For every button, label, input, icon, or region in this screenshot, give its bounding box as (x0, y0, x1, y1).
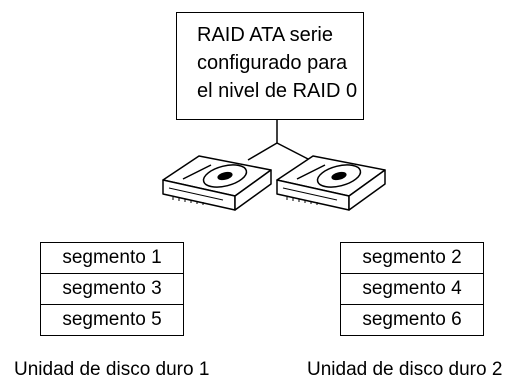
raid-controller-box: RAID ATA serie configurado para el nivel… (176, 12, 364, 120)
segment-cell: segmento 2 (340, 242, 484, 274)
segment-cell: segmento 6 (340, 304, 484, 336)
segment-cell: segmento 1 (40, 242, 184, 274)
hard-drive-2-icon (276, 155, 386, 211)
hard-drive-1-icon (162, 155, 272, 211)
segment-cell: segmento 4 (340, 273, 484, 305)
controller-line-3: el nivel de RAID 0 (197, 80, 358, 102)
segment-cell: segmento 5 (40, 304, 184, 336)
drive-2-label: Unidad de disco duro 2 (307, 359, 503, 380)
connector-lines (247, 120, 311, 161)
drive-2-segments: segmento 2 segmento 4 segmento 6 (340, 242, 484, 336)
controller-line-1: RAID ATA serie (197, 24, 333, 46)
drive-1-segments: segmento 1 segmento 3 segmento 5 (40, 242, 184, 336)
drive-1-label: Unidad de disco duro 1 (14, 359, 210, 380)
segment-cell: segmento 3 (40, 273, 184, 305)
controller-line-2: configurado para (197, 52, 348, 74)
